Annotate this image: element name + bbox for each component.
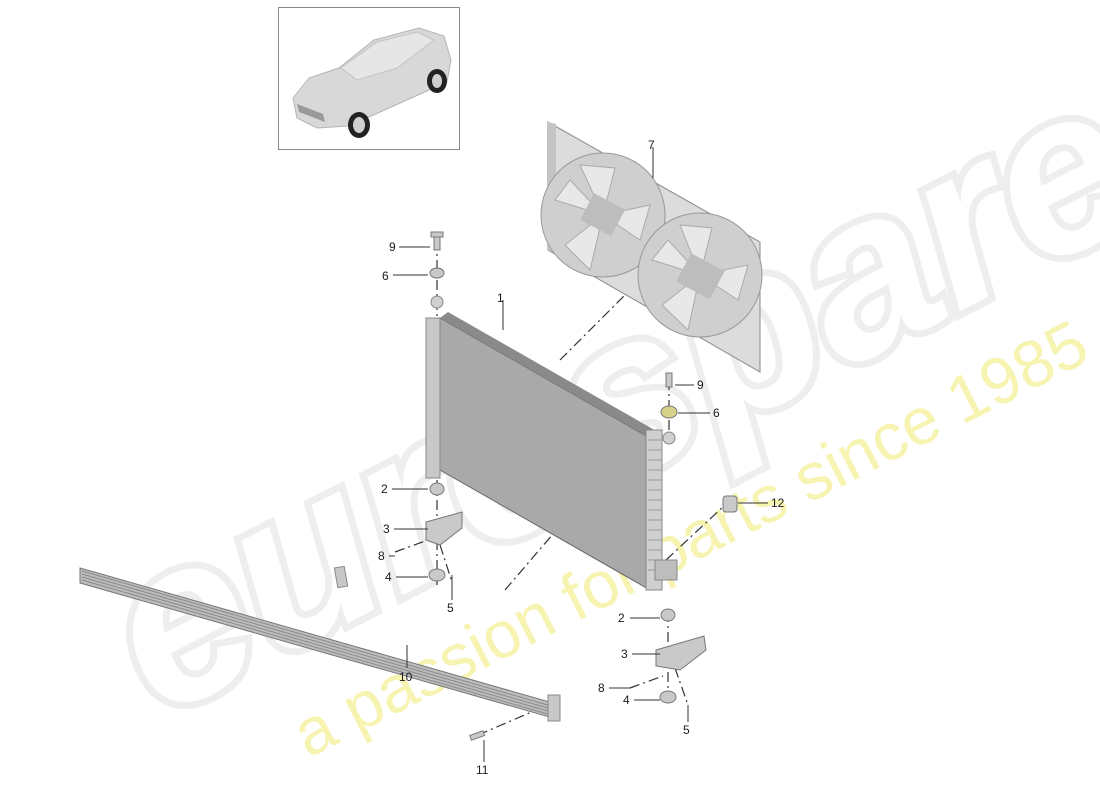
bush-12: [722, 495, 738, 513]
callout-4[interactable]: 4: [623, 693, 630, 707]
callout-11[interactable]: 11: [476, 763, 489, 777]
callout-8[interactable]: 8: [378, 549, 385, 563]
callout-3[interactable]: 3: [383, 522, 390, 536]
callout-9[interactable]: 9: [389, 240, 396, 254]
buffer-4b: [659, 690, 677, 704]
radiator: [425, 295, 678, 591]
callout-3[interactable]: 3: [621, 647, 628, 661]
callout-7[interactable]: 7: [648, 138, 655, 152]
callout-5[interactable]: 5: [683, 723, 690, 737]
bolt-9b: [665, 372, 673, 388]
bolt-9a: [433, 235, 441, 251]
callout-10[interactable]: 10: [399, 670, 413, 684]
auxiliary-cooler: [79, 565, 561, 722]
callout-12[interactable]: 12: [771, 496, 785, 510]
car-icon: [292, 27, 452, 138]
mount-2a: [429, 482, 445, 496]
hardware: [425, 231, 738, 741]
callout-6[interactable]: 6: [713, 406, 720, 420]
callout-2[interactable]: 2: [381, 482, 388, 496]
callout-9[interactable]: 9: [697, 378, 704, 392]
bracket-3b: [655, 635, 707, 671]
mount-2b: [660, 608, 676, 622]
grommet-6a: [429, 267, 445, 279]
callout-8[interactable]: 8: [598, 681, 605, 695]
bracket-3a: [425, 511, 463, 546]
grommet-6b: [660, 405, 678, 419]
buffer-4a: [428, 568, 446, 582]
callout-2[interactable]: 2: [618, 611, 625, 625]
callout-6[interactable]: 6: [382, 269, 389, 283]
bolt-11: [469, 730, 486, 741]
vehicle-thumbnail: [278, 7, 460, 150]
callout-4[interactable]: 4: [385, 570, 392, 584]
callout-5[interactable]: 5: [447, 601, 454, 615]
fan-shroud: [540, 121, 763, 373]
callout-1[interactable]: 1: [497, 291, 504, 305]
